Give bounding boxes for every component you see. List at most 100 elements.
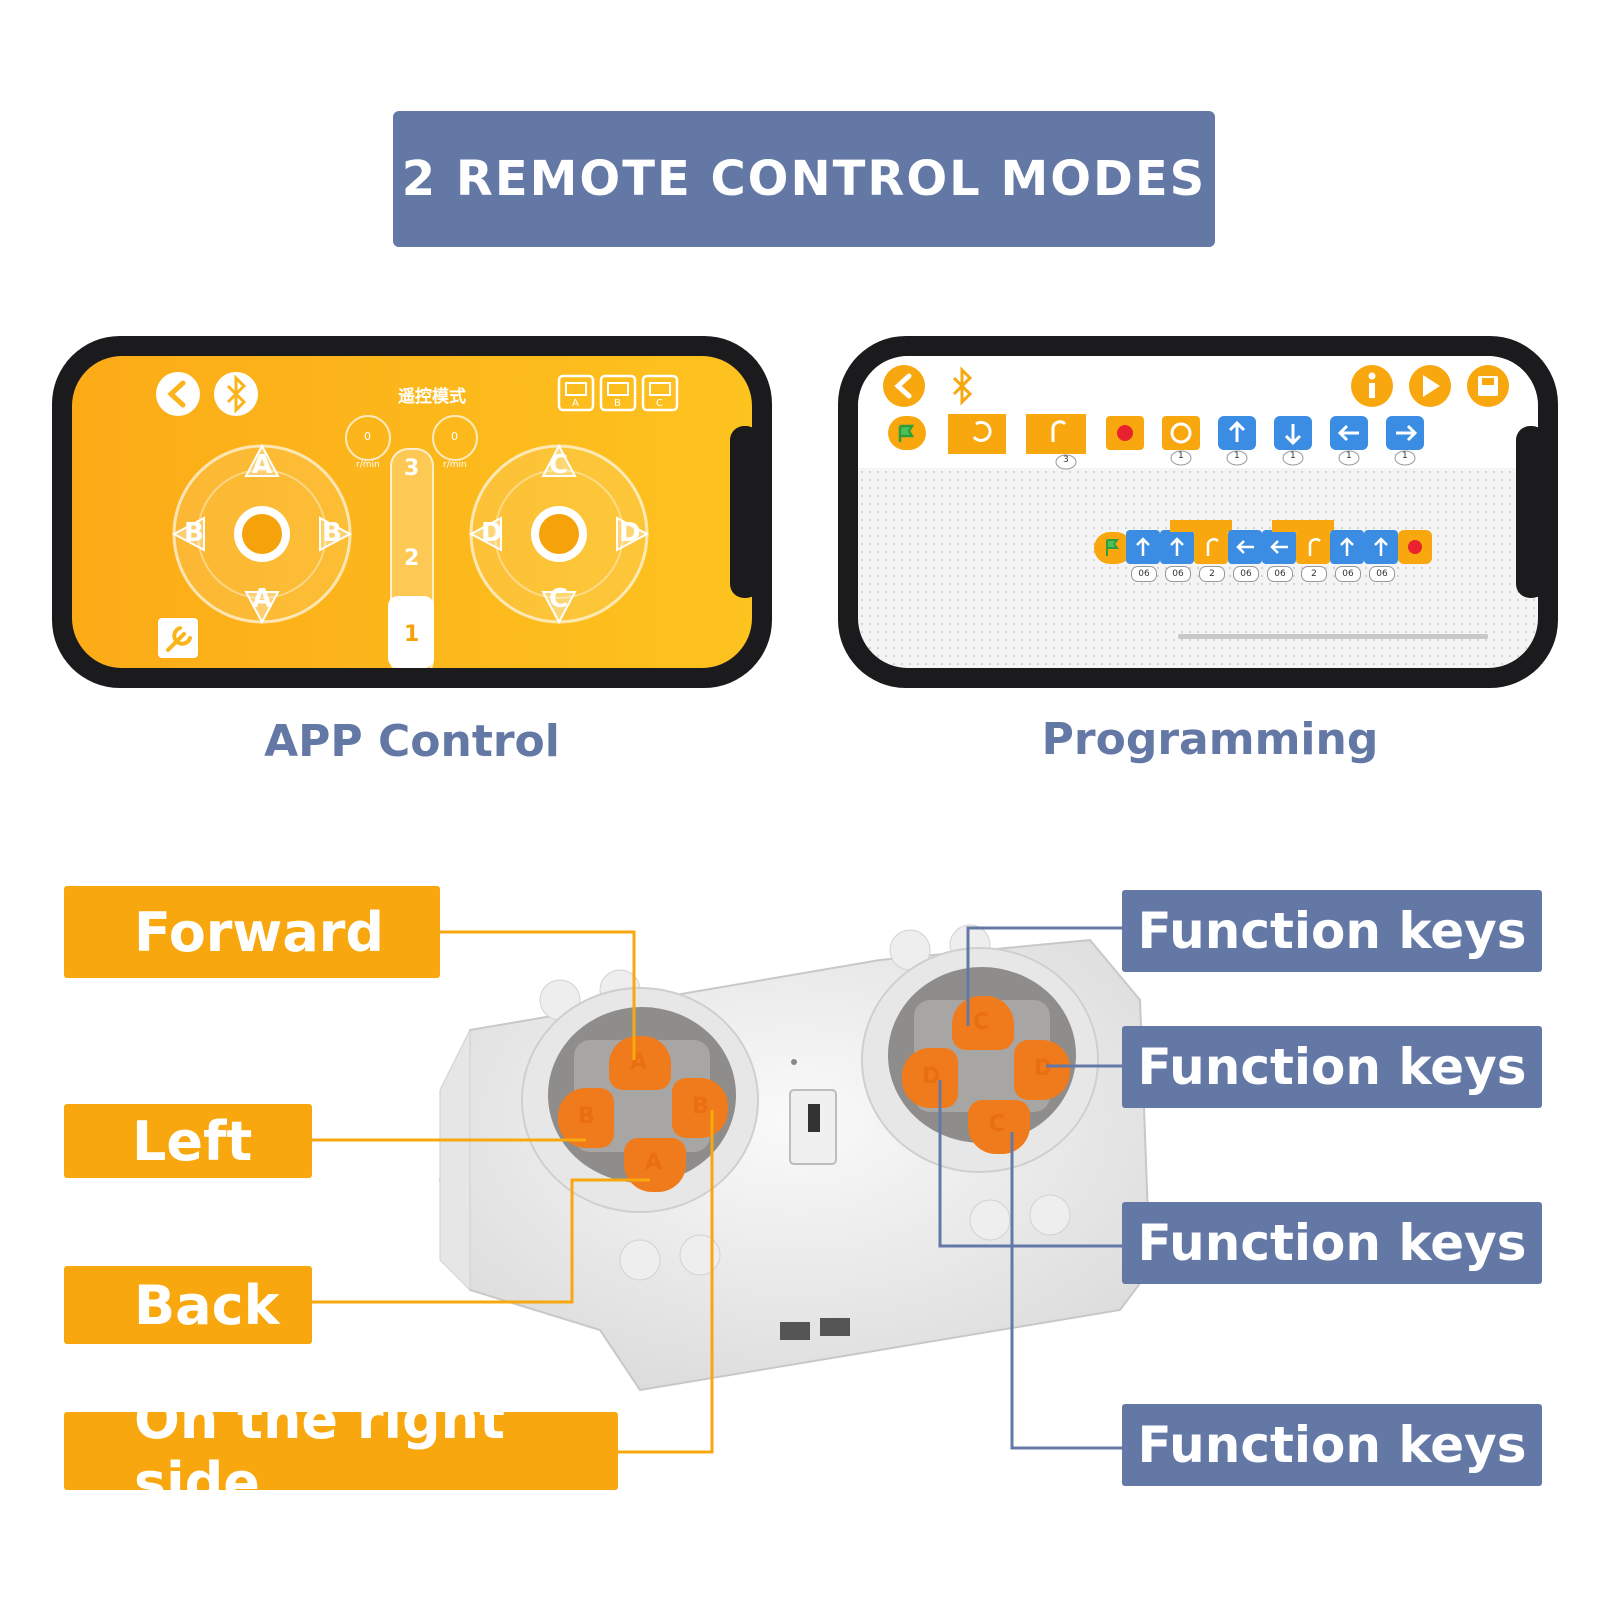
program-value-5[interactable]: 2 xyxy=(1301,566,1327,582)
program-values: 06 06 2 06 06 2 06 06 xyxy=(858,566,1538,586)
remote-key-left[interactable] xyxy=(558,1088,614,1148)
palette-count-right: 1 xyxy=(1402,451,1408,461)
palette-loop-block[interactable] xyxy=(948,414,1006,454)
info-icon[interactable] xyxy=(1351,365,1393,407)
slot-label-b: B xyxy=(614,398,621,409)
slot-a-icon[interactable] xyxy=(557,374,595,412)
label-forward: Forward xyxy=(64,886,440,978)
palette-start-block[interactable] xyxy=(888,416,926,450)
wrench-icon[interactable] xyxy=(158,618,198,658)
left-joystick[interactable] xyxy=(171,443,353,625)
right-pad-down-label: C xyxy=(549,584,569,614)
label-function-keys-4-text: Function keys xyxy=(1137,1416,1527,1474)
label-on-the-right-side-text: On the right side xyxy=(134,1388,505,1514)
palette-count-forward: 1 xyxy=(1234,451,1240,461)
play-icon[interactable] xyxy=(1409,365,1451,407)
remote-key-label-left: B xyxy=(578,1104,595,1129)
slider-tick-2: 2 xyxy=(404,546,420,571)
palette-count-backward: 1 xyxy=(1290,451,1296,461)
remote-body xyxy=(438,924,1152,1392)
back-icon[interactable] xyxy=(156,372,200,416)
bluetooth-icon[interactable] xyxy=(214,372,258,416)
program-value-7[interactable]: 06 xyxy=(1369,566,1395,582)
palette-count-left: 1 xyxy=(1346,451,1352,461)
label-left: Left xyxy=(64,1104,312,1178)
slider-handle[interactable] xyxy=(388,596,434,668)
palette-left-block[interactable] xyxy=(1330,416,1368,466)
speed-unit-right: r/min xyxy=(443,460,467,470)
palette-backward-block[interactable] xyxy=(1274,416,1312,466)
program-value-6[interactable]: 06 xyxy=(1335,566,1361,582)
speed-gauge-right xyxy=(432,415,478,461)
palette-count-timer: 1 xyxy=(1178,451,1184,461)
remote-key-label-d-right: D xyxy=(1034,1056,1053,1081)
phone-app-control: 遥控模式 A B C 0 0 r/min r/min A A B B C C D… xyxy=(52,336,772,688)
palette-count-repeat: 3 xyxy=(1063,455,1069,465)
programming-screen: 3 1 1 1 1 1 06 06 2 06 06 2 06 06 xyxy=(858,356,1538,668)
slider-tick-3: 3 xyxy=(404,456,420,481)
phone-notch xyxy=(730,426,752,598)
slot-label-c: C xyxy=(656,398,663,409)
label-on-the-right-side: On the right side xyxy=(64,1388,618,1514)
label-back: Back xyxy=(64,1266,312,1344)
label-back-text: Back xyxy=(134,1273,280,1337)
banner-title: 2 REMOTE CONTROL MODES xyxy=(401,151,1207,207)
label-function-keys-2: Function keys xyxy=(1122,1026,1542,1108)
phone-programming: 3 1 1 1 1 1 06 06 2 06 06 2 06 06 xyxy=(838,336,1558,688)
label-function-keys-1: Function keys xyxy=(1122,890,1542,972)
remote-key-label-back: A xyxy=(645,1150,663,1175)
remote-key-label-c-up: C xyxy=(973,1010,990,1035)
remote-key-label-forward: A xyxy=(630,1050,648,1075)
palette-timer-block[interactable] xyxy=(1162,416,1200,466)
save-icon[interactable] xyxy=(1467,365,1509,407)
label-function-keys-1-text: Function keys xyxy=(1137,902,1527,960)
app-control-graphics xyxy=(156,372,752,658)
program-value-3[interactable]: 06 xyxy=(1233,566,1259,582)
back-callout-line xyxy=(312,1178,650,1304)
horizontal-scrollbar[interactable] xyxy=(1178,634,1488,639)
speed-gauge-left xyxy=(345,415,391,461)
caption-app-control: APP Control xyxy=(264,716,560,767)
speed-value-right: 0 xyxy=(451,430,458,443)
program-value-2[interactable]: 2 xyxy=(1199,566,1225,582)
program-value-0[interactable]: 06 xyxy=(1131,566,1157,582)
right-pad-up-label: C xyxy=(549,450,569,480)
phone-notch-right xyxy=(1516,426,1538,598)
right-pad-left-label: D xyxy=(481,518,503,548)
bluetooth-icon[interactable] xyxy=(952,366,973,406)
remote-key-label-right: B xyxy=(692,1094,709,1119)
program-value-4[interactable]: 06 xyxy=(1267,566,1293,582)
function-keys-callout-line-3 xyxy=(938,1080,1122,1248)
left-pad-left-label: B xyxy=(184,518,204,548)
screen-title: 遥控模式 xyxy=(398,387,466,407)
caption-programming: Programming xyxy=(1041,714,1379,765)
left-pad-right-label: B xyxy=(322,518,342,548)
program-sequence[interactable] xyxy=(1094,520,1432,564)
function-keys-callout-line-4 xyxy=(1010,1132,1122,1450)
palette-right-block[interactable] xyxy=(1386,416,1424,466)
app-control-screen: 遥控模式 A B C 0 0 r/min r/min A A B B C C D… xyxy=(72,356,752,668)
label-forward-text: Forward xyxy=(134,900,385,964)
back-icon[interactable] xyxy=(883,365,925,407)
title-banner: 2 REMOTE CONTROL MODES xyxy=(393,111,1215,247)
label-function-keys-4: Function keys xyxy=(1122,1404,1542,1486)
slider-tick-1: 1 xyxy=(404,622,420,647)
slot-label-a: A xyxy=(572,398,579,409)
palette-repeat-block[interactable] xyxy=(1026,414,1086,470)
palette-forward-block[interactable] xyxy=(1218,416,1256,466)
remote-key-label-d-left: D xyxy=(922,1064,941,1089)
palette-stop-block[interactable] xyxy=(1106,416,1144,450)
speed-unit-left: r/min xyxy=(356,460,380,470)
label-function-keys-3: Function keys xyxy=(1122,1202,1542,1284)
label-left-text: Left xyxy=(132,1109,253,1173)
forward-callout-line xyxy=(440,930,636,1060)
slot-c-icon[interactable] xyxy=(641,374,679,412)
remote-key-label-c-down: C xyxy=(989,1112,1006,1137)
slot-b-icon[interactable] xyxy=(599,374,637,412)
left-pad-down-label: A xyxy=(252,584,273,614)
right-joystick[interactable] xyxy=(468,443,650,625)
program-value-1[interactable]: 06 xyxy=(1165,566,1191,582)
label-function-keys-3-text: Function keys xyxy=(1137,1214,1527,1272)
right-pad-right-label: D xyxy=(619,518,641,548)
speed-value-left: 0 xyxy=(364,430,371,443)
